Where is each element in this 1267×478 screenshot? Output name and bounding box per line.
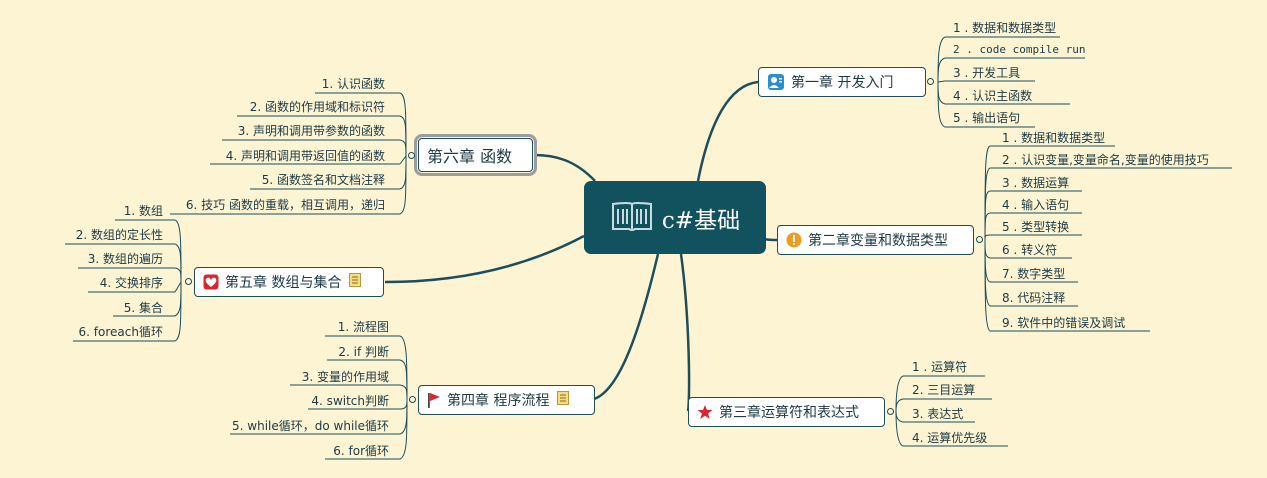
note-icon[interactable] — [557, 391, 570, 409]
heart-icon — [203, 274, 219, 290]
branch-ch6[interactable]: 第六章 函数 — [414, 134, 537, 176]
branch-ch4[interactable]: 第四章 程序流程 — [418, 385, 595, 415]
ch4-item-2[interactable]: 2. if 判断 — [338, 345, 389, 359]
ch5-item-4[interactable]: 4. 交换排序 — [99, 276, 163, 290]
collapse-toggle-ch4[interactable] — [409, 396, 416, 403]
ch6-item-5[interactable]: 5. 函数签名和文档注释 — [261, 173, 385, 187]
star-icon — [697, 404, 713, 420]
ch2-item-8[interactable]: 8. 代码注释 — [1002, 291, 1066, 305]
branch-ch4-label: 第四章 程序流程 — [447, 393, 550, 409]
ch3-item-3[interactable]: 3. 表达式 — [912, 407, 964, 421]
ch4-item-6[interactable]: 6. for循环 — [333, 444, 389, 458]
ch3-item-1[interactable]: 1 . 运算符 — [912, 360, 968, 374]
ch6-item-4[interactable]: 4. 声明和调用带返回值的函数 — [225, 149, 385, 163]
collapse-toggle-ch3[interactable] — [887, 408, 894, 415]
ch3-item-4[interactable]: 4. 运算优先级 — [912, 431, 988, 445]
collapse-toggle-ch5[interactable] — [185, 278, 192, 285]
ch2-item-6[interactable]: 6 . 转义符 — [1002, 243, 1058, 257]
ch6-item-2[interactable]: 2. 函数的作用域和标识符 — [249, 100, 385, 114]
contacts-icon — [767, 73, 785, 91]
ch5-item-6[interactable]: 6. foreach循环 — [78, 325, 163, 339]
exclamation-icon — [786, 232, 802, 248]
ch2-item-7[interactable]: 7. 数字类型 — [1002, 267, 1066, 281]
central-topic-title: c#基础 — [661, 207, 741, 234]
branch-ch5[interactable]: 第五章 数组与集合 — [194, 267, 384, 297]
ch6-item-1[interactable]: 1. 认识函数 — [321, 77, 385, 91]
ch2-item-1[interactable]: 1 . 数据和数据类型 — [1002, 131, 1106, 145]
ch4-item-5[interactable]: 5. while循环，do while循环 — [232, 419, 389, 433]
ch1-item-4[interactable]: 4 . 认识主函数 — [953, 89, 1033, 103]
branch-ch1[interactable]: 第一章 开发入门 — [758, 67, 926, 97]
ch3-item-2[interactable]: 2. 三目运算 — [912, 383, 976, 397]
book-icon — [610, 199, 654, 237]
branch-ch1-label: 第一章 开发入门 — [791, 75, 894, 91]
ch1-item-2[interactable]: 2 . code compile run — [953, 43, 1086, 56]
collapse-toggle-ch2[interactable] — [976, 236, 983, 243]
branch-ch6-label: 第六章 函数 — [427, 147, 513, 166]
ch1-item-3[interactable]: 3 . 开发工具 — [953, 66, 1021, 80]
note-icon[interactable] — [349, 273, 362, 291]
ch2-item-4[interactable]: 4 . 输入语句 — [1002, 198, 1070, 212]
ch4-item-3[interactable]: 3. 变量的作用域 — [301, 370, 389, 384]
ch1-item-1[interactable]: 1 . 数据和数据类型 — [953, 21, 1057, 35]
ch2-item-9[interactable]: 9. 软件中的错误及调试 — [1002, 316, 1126, 330]
branch-ch2[interactable]: 第二章变量和数据类型 — [777, 225, 974, 255]
ch2-item-2[interactable]: 2 . 认识变量,变量命名,变量的使用技巧 — [1002, 153, 1209, 167]
ch4-item-1[interactable]: 1. 流程图 — [337, 320, 389, 334]
flag-icon — [427, 392, 441, 408]
branch-ch5-label: 第五章 数组与集合 — [225, 275, 342, 291]
ch5-item-5[interactable]: 5. 集合 — [123, 301, 163, 315]
ch2-item-3[interactable]: 3 . 数据运算 — [1002, 176, 1070, 190]
branch-ch3-label: 第三章运算符和表达式 — [719, 405, 859, 421]
branch-ch2-label: 第二章变量和数据类型 — [808, 233, 948, 249]
branch-ch3[interactable]: 第三章运算符和表达式 — [688, 397, 885, 427]
ch1-item-5[interactable]: 5 . 输出语句 — [953, 111, 1021, 125]
central-topic[interactable]: c#基础 — [584, 181, 766, 254]
ch6-item-3[interactable]: 3. 声明和调用带参数的函数 — [237, 124, 385, 138]
ch5-item-2[interactable]: 2. 数组的定长性 — [75, 228, 163, 242]
ch4-item-4[interactable]: 4. switch判断 — [311, 394, 389, 408]
ch6-item-6[interactable]: 6. 技巧 函数的重载，相互调用，递归 — [185, 198, 385, 212]
ch2-item-5[interactable]: 5 . 类型转换 — [1002, 220, 1070, 234]
ch5-item-1[interactable]: 1. 数组 — [123, 204, 163, 218]
ch5-item-3[interactable]: 3. 数组的遍历 — [87, 252, 163, 266]
collapse-toggle-ch1[interactable] — [927, 78, 934, 85]
collapse-toggle-ch6[interactable] — [408, 152, 415, 159]
